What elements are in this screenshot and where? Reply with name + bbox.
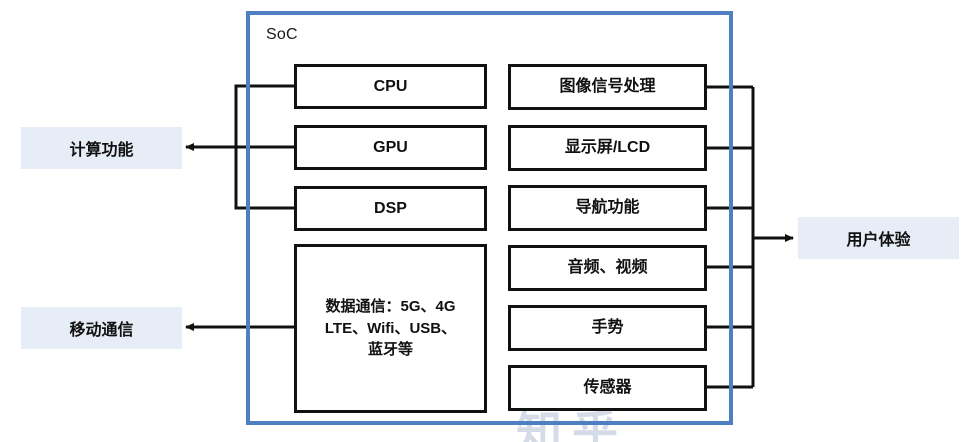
label-user-experience[interactable]: 用户体验	[798, 217, 959, 259]
block-sensor[interactable]: 传感器	[508, 365, 707, 411]
block-display-lcd[interactable]: 显示屏/LCD	[508, 125, 707, 171]
block-cpu[interactable]: CPU	[294, 64, 487, 109]
block-data-communication[interactable]: 数据通信：5G、4G LTE、Wifi、USB、 蓝牙等	[294, 244, 487, 413]
block-image-signal-processing[interactable]: 图像信号处理	[508, 64, 707, 110]
label-mobile-communication[interactable]: 移动通信	[21, 307, 182, 349]
block-navigation[interactable]: 导航功能	[508, 185, 707, 231]
label-compute-function[interactable]: 计算功能	[21, 127, 182, 169]
block-gesture[interactable]: 手势	[508, 305, 707, 351]
block-dsp[interactable]: DSP	[294, 186, 487, 231]
block-audio-video[interactable]: 音频、视频	[508, 245, 707, 291]
soc-frame	[246, 11, 733, 425]
soc-title: SoC	[266, 26, 298, 43]
block-gpu[interactable]: GPU	[294, 125, 487, 170]
